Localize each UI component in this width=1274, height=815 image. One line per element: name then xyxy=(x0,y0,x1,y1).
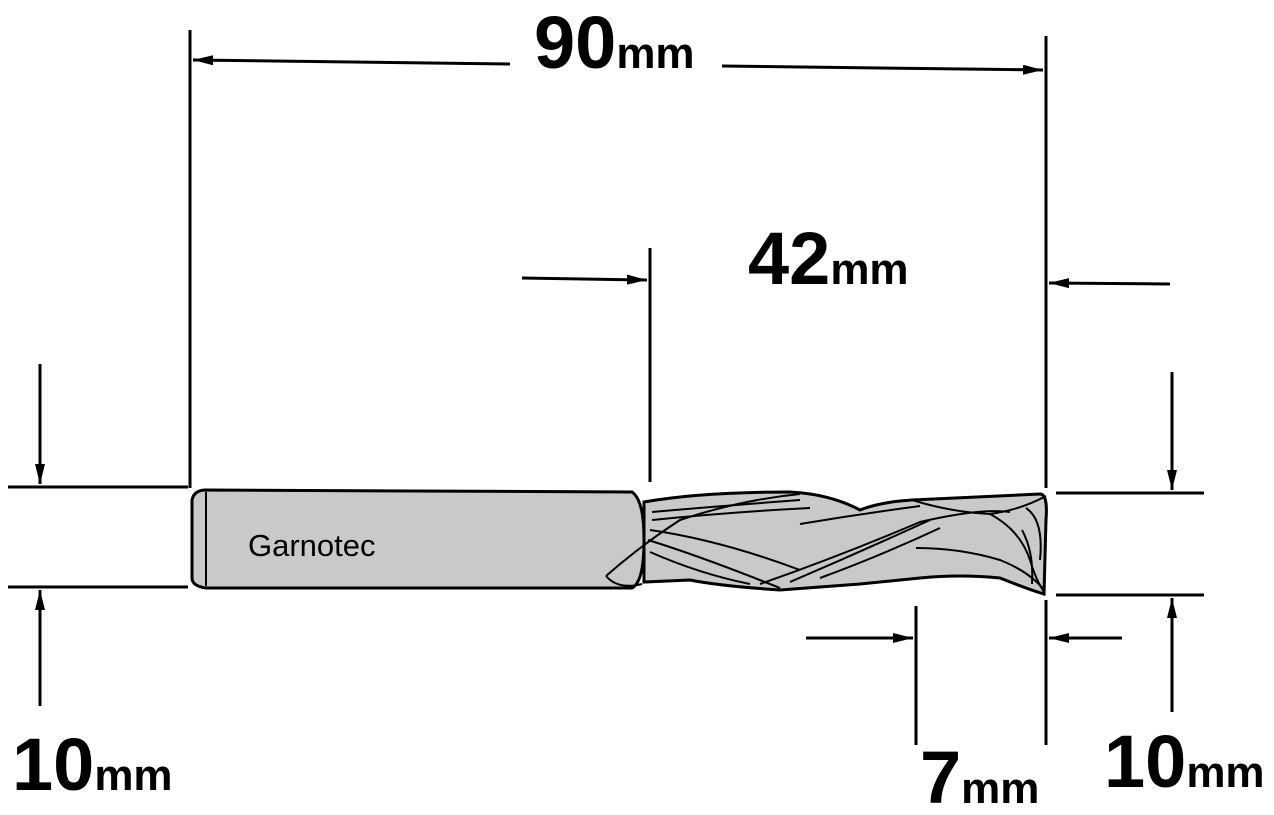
extension-lines xyxy=(8,30,1204,745)
cutting-length-label: 42mm xyxy=(748,217,909,300)
cutting-length-dimension: 42mm xyxy=(521,217,1171,300)
cutting-diameter-label: 10mm xyxy=(1104,720,1265,803)
shank-diameter-dimension: 10mm xyxy=(12,364,173,806)
spiral-length-label: 7mm xyxy=(920,736,1039,815)
cutting-diameter-dimension: 10mm xyxy=(1104,372,1265,803)
flute-spirals xyxy=(605,493,1047,593)
overall-length-arrow-left xyxy=(192,55,511,66)
cutting-length-arrow-right xyxy=(1048,278,1171,289)
router-bit-illustration: Garnotec xyxy=(190,488,1048,596)
overall-length-arrow-right xyxy=(721,64,1044,75)
brand-label: Garnotec xyxy=(248,528,376,563)
spiral-length-dimension: 7mm xyxy=(806,633,1122,815)
shank xyxy=(190,488,646,590)
overall-length-dimension: 90mm xyxy=(192,1,1044,84)
shank-diameter-label: 10mm xyxy=(12,723,173,806)
cutting-length-arrow-left xyxy=(521,274,648,285)
overall-length-label: 90mm xyxy=(534,1,695,84)
